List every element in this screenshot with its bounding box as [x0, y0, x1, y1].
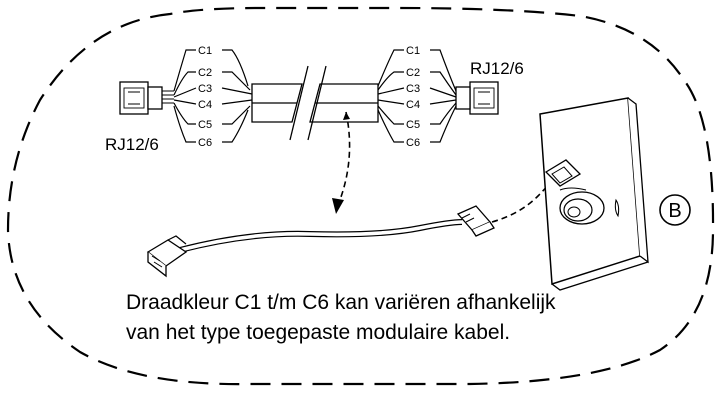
right-fanout-wires [377, 49, 457, 143]
right-rj12-connector [455, 81, 499, 115]
right-wire-label-c2: C2 [406, 67, 420, 79]
left-wire-label-c2: C2 [198, 67, 212, 79]
cable-plug-right [456, 205, 495, 237]
left-fanout-wires [173, 49, 253, 143]
plug-to-socket-dashed [491, 179, 553, 223]
right-wire-label-c6: C6 [406, 137, 420, 149]
left-wire-label-c3: C3 [198, 83, 212, 95]
callout-b: B [659, 194, 691, 226]
left-wire-label-c4: C4 [198, 99, 212, 111]
left-rj12-connector [119, 81, 174, 115]
flat-cable [251, 65, 379, 141]
left-wire-label-c5: C5 [198, 119, 212, 131]
callout-b-label: B [668, 200, 681, 222]
right-wire-label-c1: C1 [406, 45, 420, 57]
left-wire-label-c1: C1 [198, 45, 212, 57]
caption-line-2: van het type toegepaste modulaire kabel. [126, 321, 511, 344]
wall-unit [539, 97, 649, 291]
dashed-arrow [332, 111, 351, 214]
modular-cable [146, 205, 495, 278]
cable-plug-left [146, 235, 188, 278]
right-wire-label-c4: C4 [406, 99, 420, 111]
right-wire-label-c5: C5 [406, 119, 420, 131]
right-wire-label-c3: C3 [406, 83, 420, 95]
left-wire-label-c6: C6 [198, 137, 212, 149]
right-connector-label: RJ12/6 [470, 59, 524, 78]
caption: Draadkleur C1 t/m C6 kan variëren afhank… [126, 288, 646, 348]
left-connector-label: RJ12/6 [105, 135, 159, 154]
dashed-boundary [6, 6, 715, 386]
caption-line-1: Draadkleur C1 t/m C6 kan variëren afhank… [126, 291, 556, 314]
